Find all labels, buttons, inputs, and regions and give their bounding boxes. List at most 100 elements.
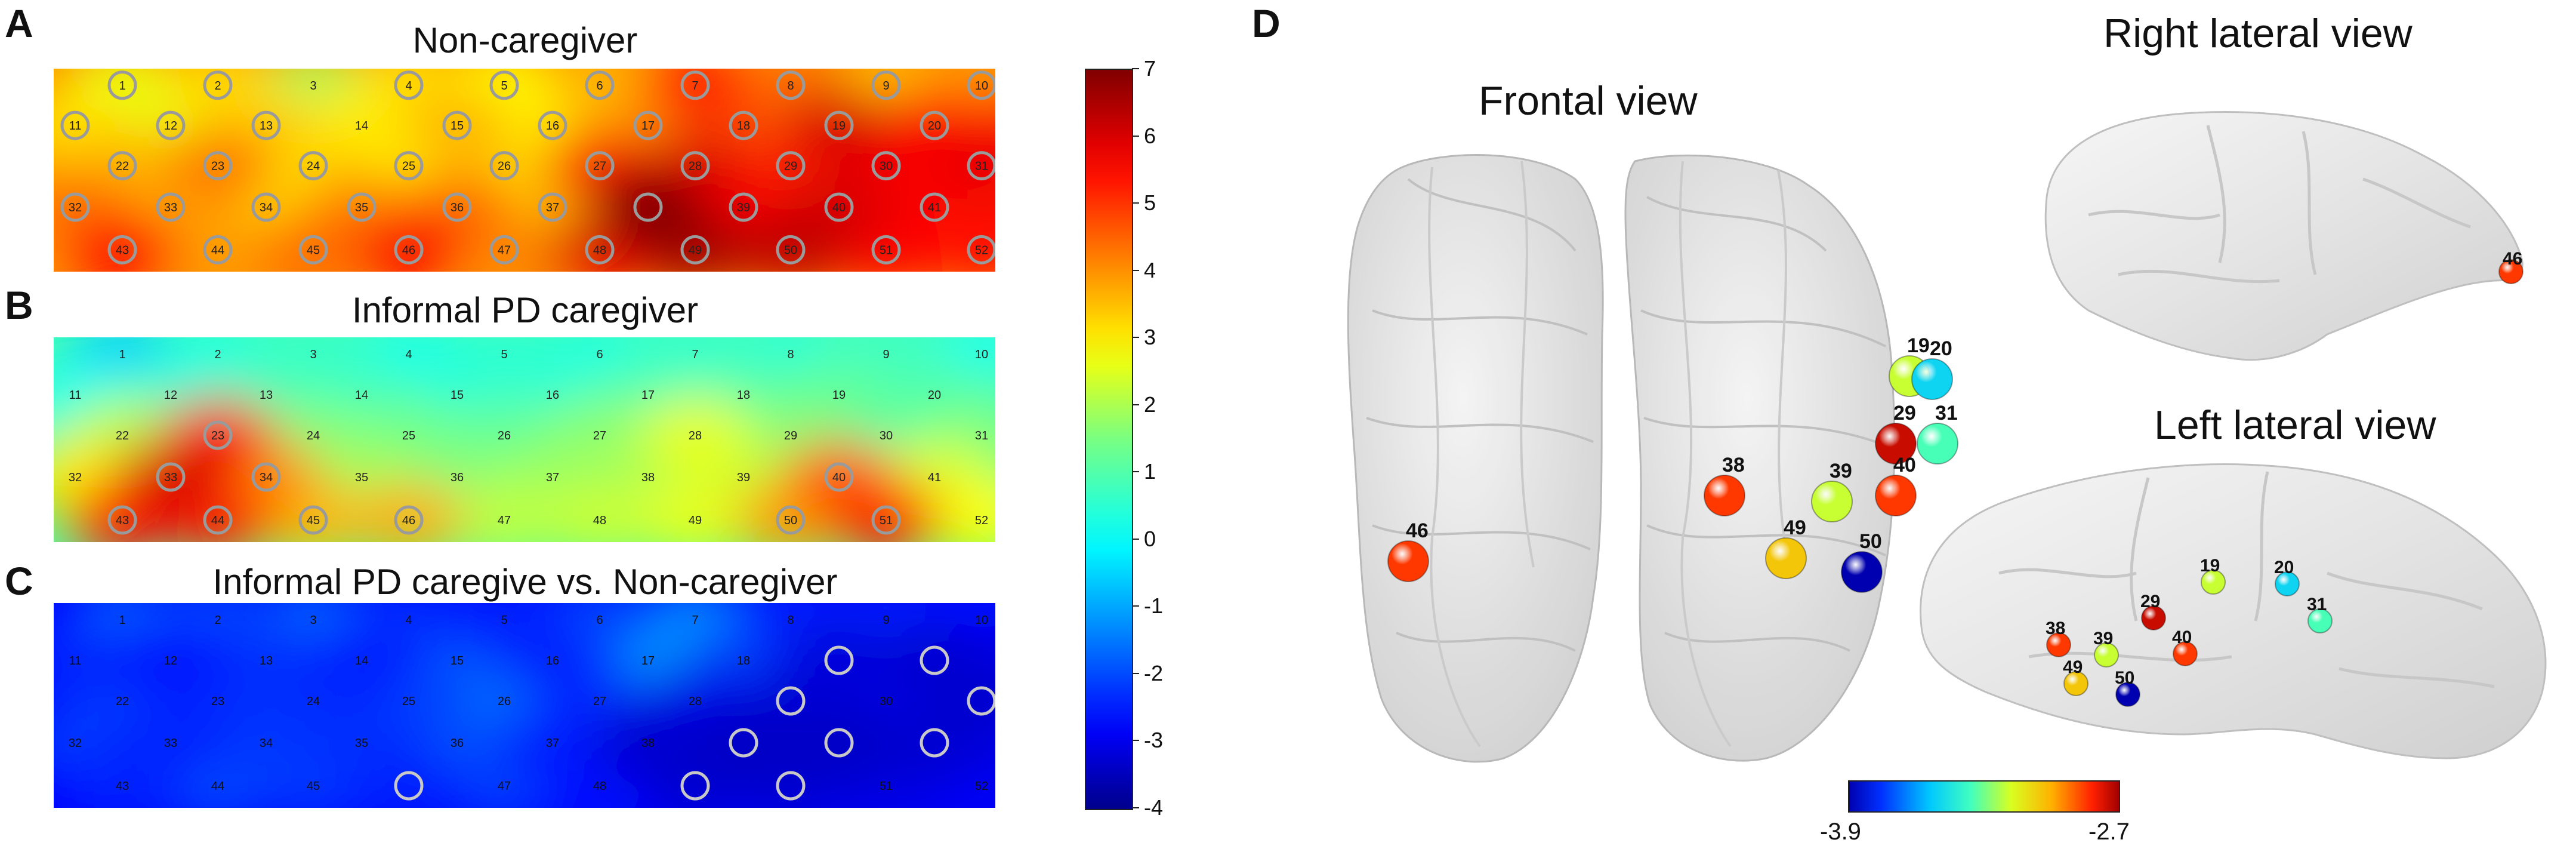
left-node-20 bbox=[2275, 571, 2300, 596]
channel-circle-48 bbox=[585, 235, 615, 264]
channel-circle-24 bbox=[298, 151, 328, 181]
panel-letter-b: B bbox=[5, 283, 33, 327]
channel-circle-13 bbox=[251, 110, 281, 140]
left-node-50 bbox=[2115, 682, 2140, 707]
channel-label-46: 46 bbox=[402, 514, 415, 527]
colorbar-main-tick-label: -4 bbox=[1144, 795, 1164, 820]
channel-label-39: 39 bbox=[737, 471, 750, 484]
channel-circle-11 bbox=[60, 110, 90, 140]
channel-circle-40 bbox=[824, 462, 854, 492]
colorbar-main-tick-label: -3 bbox=[1144, 728, 1164, 753]
channel-circle-39 bbox=[729, 728, 758, 758]
channel-circle-34 bbox=[251, 192, 281, 222]
channel-label-47: 47 bbox=[498, 780, 511, 793]
channel-label-12: 12 bbox=[164, 654, 177, 667]
frontal-node-label-29: 29 bbox=[1893, 402, 1916, 424]
channel-label-15: 15 bbox=[451, 654, 464, 667]
panel-title-a: Non-caregiver bbox=[412, 20, 638, 60]
channel-label-49: 49 bbox=[689, 514, 702, 527]
frontal-node-31 bbox=[1917, 423, 1958, 465]
channel-label-24: 24 bbox=[307, 695, 320, 708]
channel-label-45: 45 bbox=[307, 780, 320, 793]
channel-circle-33 bbox=[156, 462, 186, 492]
channel-label-22: 22 bbox=[116, 695, 129, 708]
channel-circle-20 bbox=[920, 645, 949, 675]
channel-circle-34 bbox=[251, 462, 281, 492]
map-value-46 bbox=[352, 749, 465, 808]
map-value-46 bbox=[352, 483, 465, 542]
channel-label-22: 22 bbox=[116, 160, 129, 173]
channel-label-22: 22 bbox=[116, 429, 129, 442]
channel-label-37: 37 bbox=[546, 201, 559, 214]
channel-label-13: 13 bbox=[260, 389, 273, 402]
frontal-node-label-20: 20 bbox=[1930, 337, 1952, 360]
colorbar-main-tick-label: 1 bbox=[1144, 459, 1156, 484]
channel-label-6: 6 bbox=[596, 79, 603, 93]
channel-label-35: 35 bbox=[355, 737, 368, 750]
channel-label-23: 23 bbox=[211, 429, 224, 442]
channel-label-14: 14 bbox=[355, 389, 368, 402]
channel-circle-50 bbox=[776, 235, 806, 264]
channel-label-40: 40 bbox=[832, 471, 846, 484]
channel-label-32: 32 bbox=[69, 471, 82, 484]
channel-circle-47 bbox=[489, 235, 519, 264]
channel-circle-17 bbox=[633, 110, 663, 140]
channel-circle-26 bbox=[489, 151, 519, 181]
channel-label-26: 26 bbox=[498, 160, 511, 173]
colorbar-main-tick-label: 3 bbox=[1144, 325, 1156, 350]
channel-label-15: 15 bbox=[451, 389, 464, 402]
left-node-label-29: 29 bbox=[2140, 592, 2160, 611]
topo-map-contrast: 1234567891011121314151617182122232425262… bbox=[54, 603, 995, 808]
left-node-label-38: 38 bbox=[2046, 619, 2065, 638]
channel-label-13: 13 bbox=[260, 119, 273, 133]
right-node-46 bbox=[2498, 259, 2523, 284]
map-field bbox=[54, 337, 995, 542]
channel-label-26: 26 bbox=[498, 695, 511, 708]
channel-label-52: 52 bbox=[975, 780, 988, 793]
channel-circle-50 bbox=[776, 505, 806, 535]
channel-circle-45 bbox=[298, 505, 328, 535]
colorbar-main-tick-label: 2 bbox=[1144, 392, 1156, 417]
channel-circle-37 bbox=[538, 192, 567, 222]
channel-label-52: 52 bbox=[975, 514, 988, 527]
map-value-46 bbox=[352, 213, 465, 272]
channel-label-34: 34 bbox=[260, 471, 273, 484]
topo-map-non-caregiver: 1234567891011121314151617181920212223242… bbox=[54, 69, 995, 272]
channel-label-29: 29 bbox=[784, 160, 797, 173]
channel-label-8: 8 bbox=[787, 348, 794, 361]
channel-label-34: 34 bbox=[260, 737, 273, 750]
channel-label-18: 18 bbox=[737, 654, 750, 667]
channel-circle-16 bbox=[538, 110, 567, 140]
panel-letter-c: C bbox=[5, 559, 33, 603]
frontal-node-38 bbox=[1704, 475, 1745, 516]
map-value-43 bbox=[66, 749, 179, 808]
channel-label-50: 50 bbox=[784, 244, 797, 257]
channel-label-11: 11 bbox=[69, 119, 82, 133]
map-value-52 bbox=[925, 213, 995, 272]
map-value-48 bbox=[543, 483, 656, 542]
channel-label-30: 30 bbox=[880, 429, 893, 442]
channel-circle-40 bbox=[824, 192, 854, 222]
channel-label-16: 16 bbox=[546, 119, 559, 133]
left-node-label-19: 19 bbox=[2200, 556, 2220, 576]
channel-label-5: 5 bbox=[501, 79, 507, 93]
channel-label-33: 33 bbox=[164, 737, 177, 750]
frontal-view-title: Frontal view bbox=[1479, 78, 1698, 124]
channel-label-52: 52 bbox=[975, 244, 988, 257]
channel-label-2: 2 bbox=[214, 79, 221, 93]
channel-label-48: 48 bbox=[593, 514, 606, 527]
channel-circle-35 bbox=[347, 192, 377, 222]
channel-circle-36 bbox=[442, 192, 472, 222]
channel-label-20: 20 bbox=[928, 389, 941, 402]
channel-circle-46 bbox=[394, 771, 424, 801]
channel-label-9: 9 bbox=[883, 348, 889, 361]
frontal-node-label-40: 40 bbox=[1893, 454, 1916, 476]
channel-label-12: 12 bbox=[164, 389, 177, 402]
colorbar-main bbox=[1085, 69, 1133, 810]
map-value-12 bbox=[114, 623, 227, 697]
channel-circle-30 bbox=[871, 151, 901, 181]
channel-label-2: 2 bbox=[214, 348, 221, 361]
channel-circle-19 bbox=[824, 645, 854, 675]
channel-label-24: 24 bbox=[307, 429, 320, 442]
channel-label-29: 29 bbox=[784, 429, 797, 442]
